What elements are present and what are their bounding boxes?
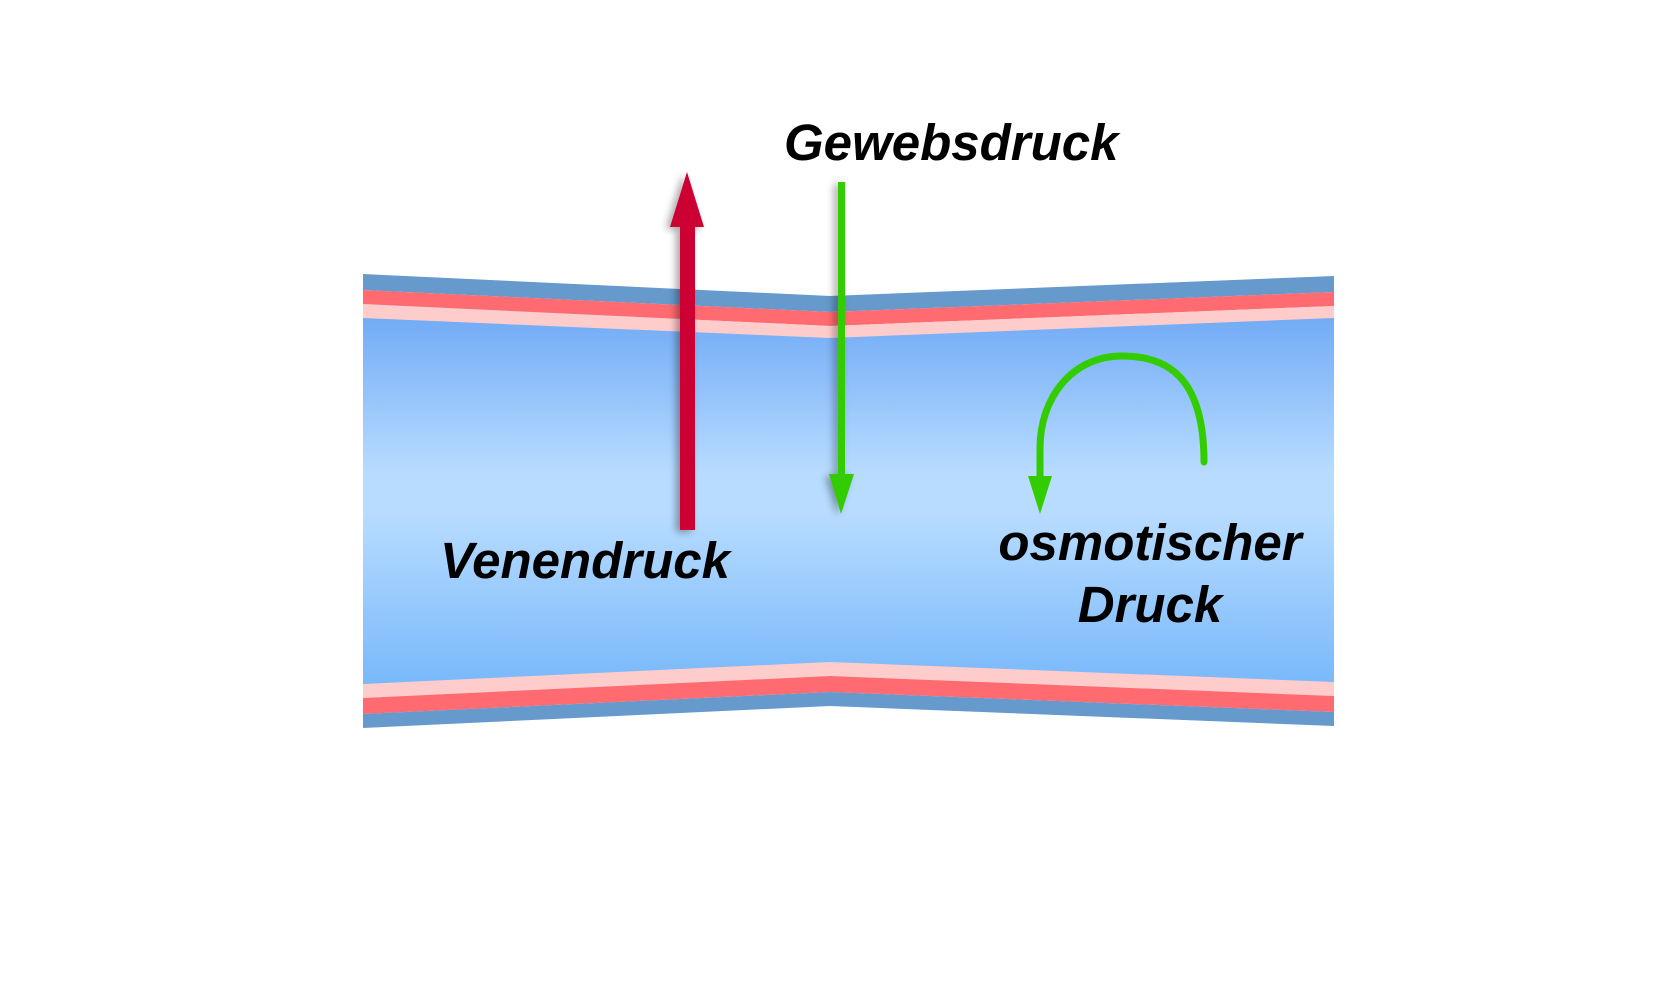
osmotic-pressure-label-line1: osmotischer (998, 514, 1302, 571)
vessel-top-inner-wall (363, 304, 1334, 338)
vessel-lumen (363, 300, 1334, 686)
osmotic-pressure-arrow-arc (1036, 352, 1208, 482)
venous-pressure-arrow-head (670, 172, 704, 227)
osmotic-pressure-arrow-head (1028, 476, 1052, 514)
vessel-top-outer-wall (363, 274, 1334, 312)
venous-pressure-arrow-shaft (680, 224, 695, 530)
arrow-up-icon (670, 172, 704, 530)
tissue-pressure-arrow-head (829, 474, 854, 514)
osmotic-pressure-label-line2: Druck (1077, 576, 1223, 633)
tissue-pressure-arrow-shaft (838, 182, 845, 477)
vessel-bottom-inner-wall (363, 662, 1334, 698)
arrow-down-icon (829, 182, 854, 514)
curved-arrow-icon (1028, 352, 1208, 514)
osmotic-pressure-label: osmotischer Druck (980, 512, 1320, 636)
vessel-top-middle-wall (363, 290, 1334, 326)
vessel-bottom-middle-wall (363, 676, 1334, 714)
tissue-pressure-label: Gewebsdruck (784, 114, 1119, 171)
venous-pressure-label: Venendruck (440, 532, 731, 589)
vessel-bottom-outer-wall (363, 692, 1334, 728)
